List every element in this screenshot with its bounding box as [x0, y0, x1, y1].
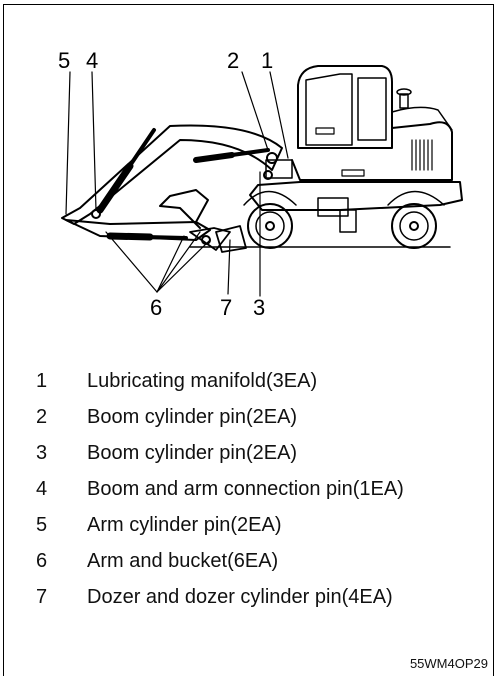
legend-label: Lubricating manifold(3EA) — [87, 370, 318, 392]
excavator-illustration: 5 4 2 1 6 7 3 — [58, 48, 463, 320]
legend-number: 4 — [36, 478, 48, 500]
legend-label: Dozer and dozer cylinder pin(4EA) — [87, 586, 393, 608]
excavator-drawing — [61, 65, 463, 297]
legend-number: 2 — [36, 406, 48, 428]
legend-label: Boom cylinder pin(2EA) — [87, 442, 298, 464]
legend-label: Boom cylinder pin(2EA) — [87, 406, 298, 428]
figure-code: 55WM4OP29 — [409, 656, 488, 671]
legend-number: 7 — [36, 586, 48, 608]
callout-3: 3 — [253, 295, 266, 320]
callout-4: 4 — [86, 48, 99, 73]
legend-number: 6 — [36, 550, 48, 572]
page-frame — [3, 4, 494, 676]
legend-number: 1 — [36, 370, 48, 392]
callout-1: 1 — [261, 48, 274, 73]
legend-number: 5 — [36, 514, 48, 536]
legend-label: Boom and arm connection pin(1EA) — [87, 478, 404, 500]
legend-label: Arm cylinder pin(2EA) — [87, 514, 282, 536]
legend-label: Arm and bucket(6EA) — [87, 550, 279, 572]
callout-5: 5 — [58, 48, 71, 73]
callout-7: 7 — [220, 295, 233, 320]
legend-number: 3 — [36, 442, 48, 464]
callout-6: 6 — [150, 295, 163, 320]
callout-2: 2 — [227, 48, 240, 73]
